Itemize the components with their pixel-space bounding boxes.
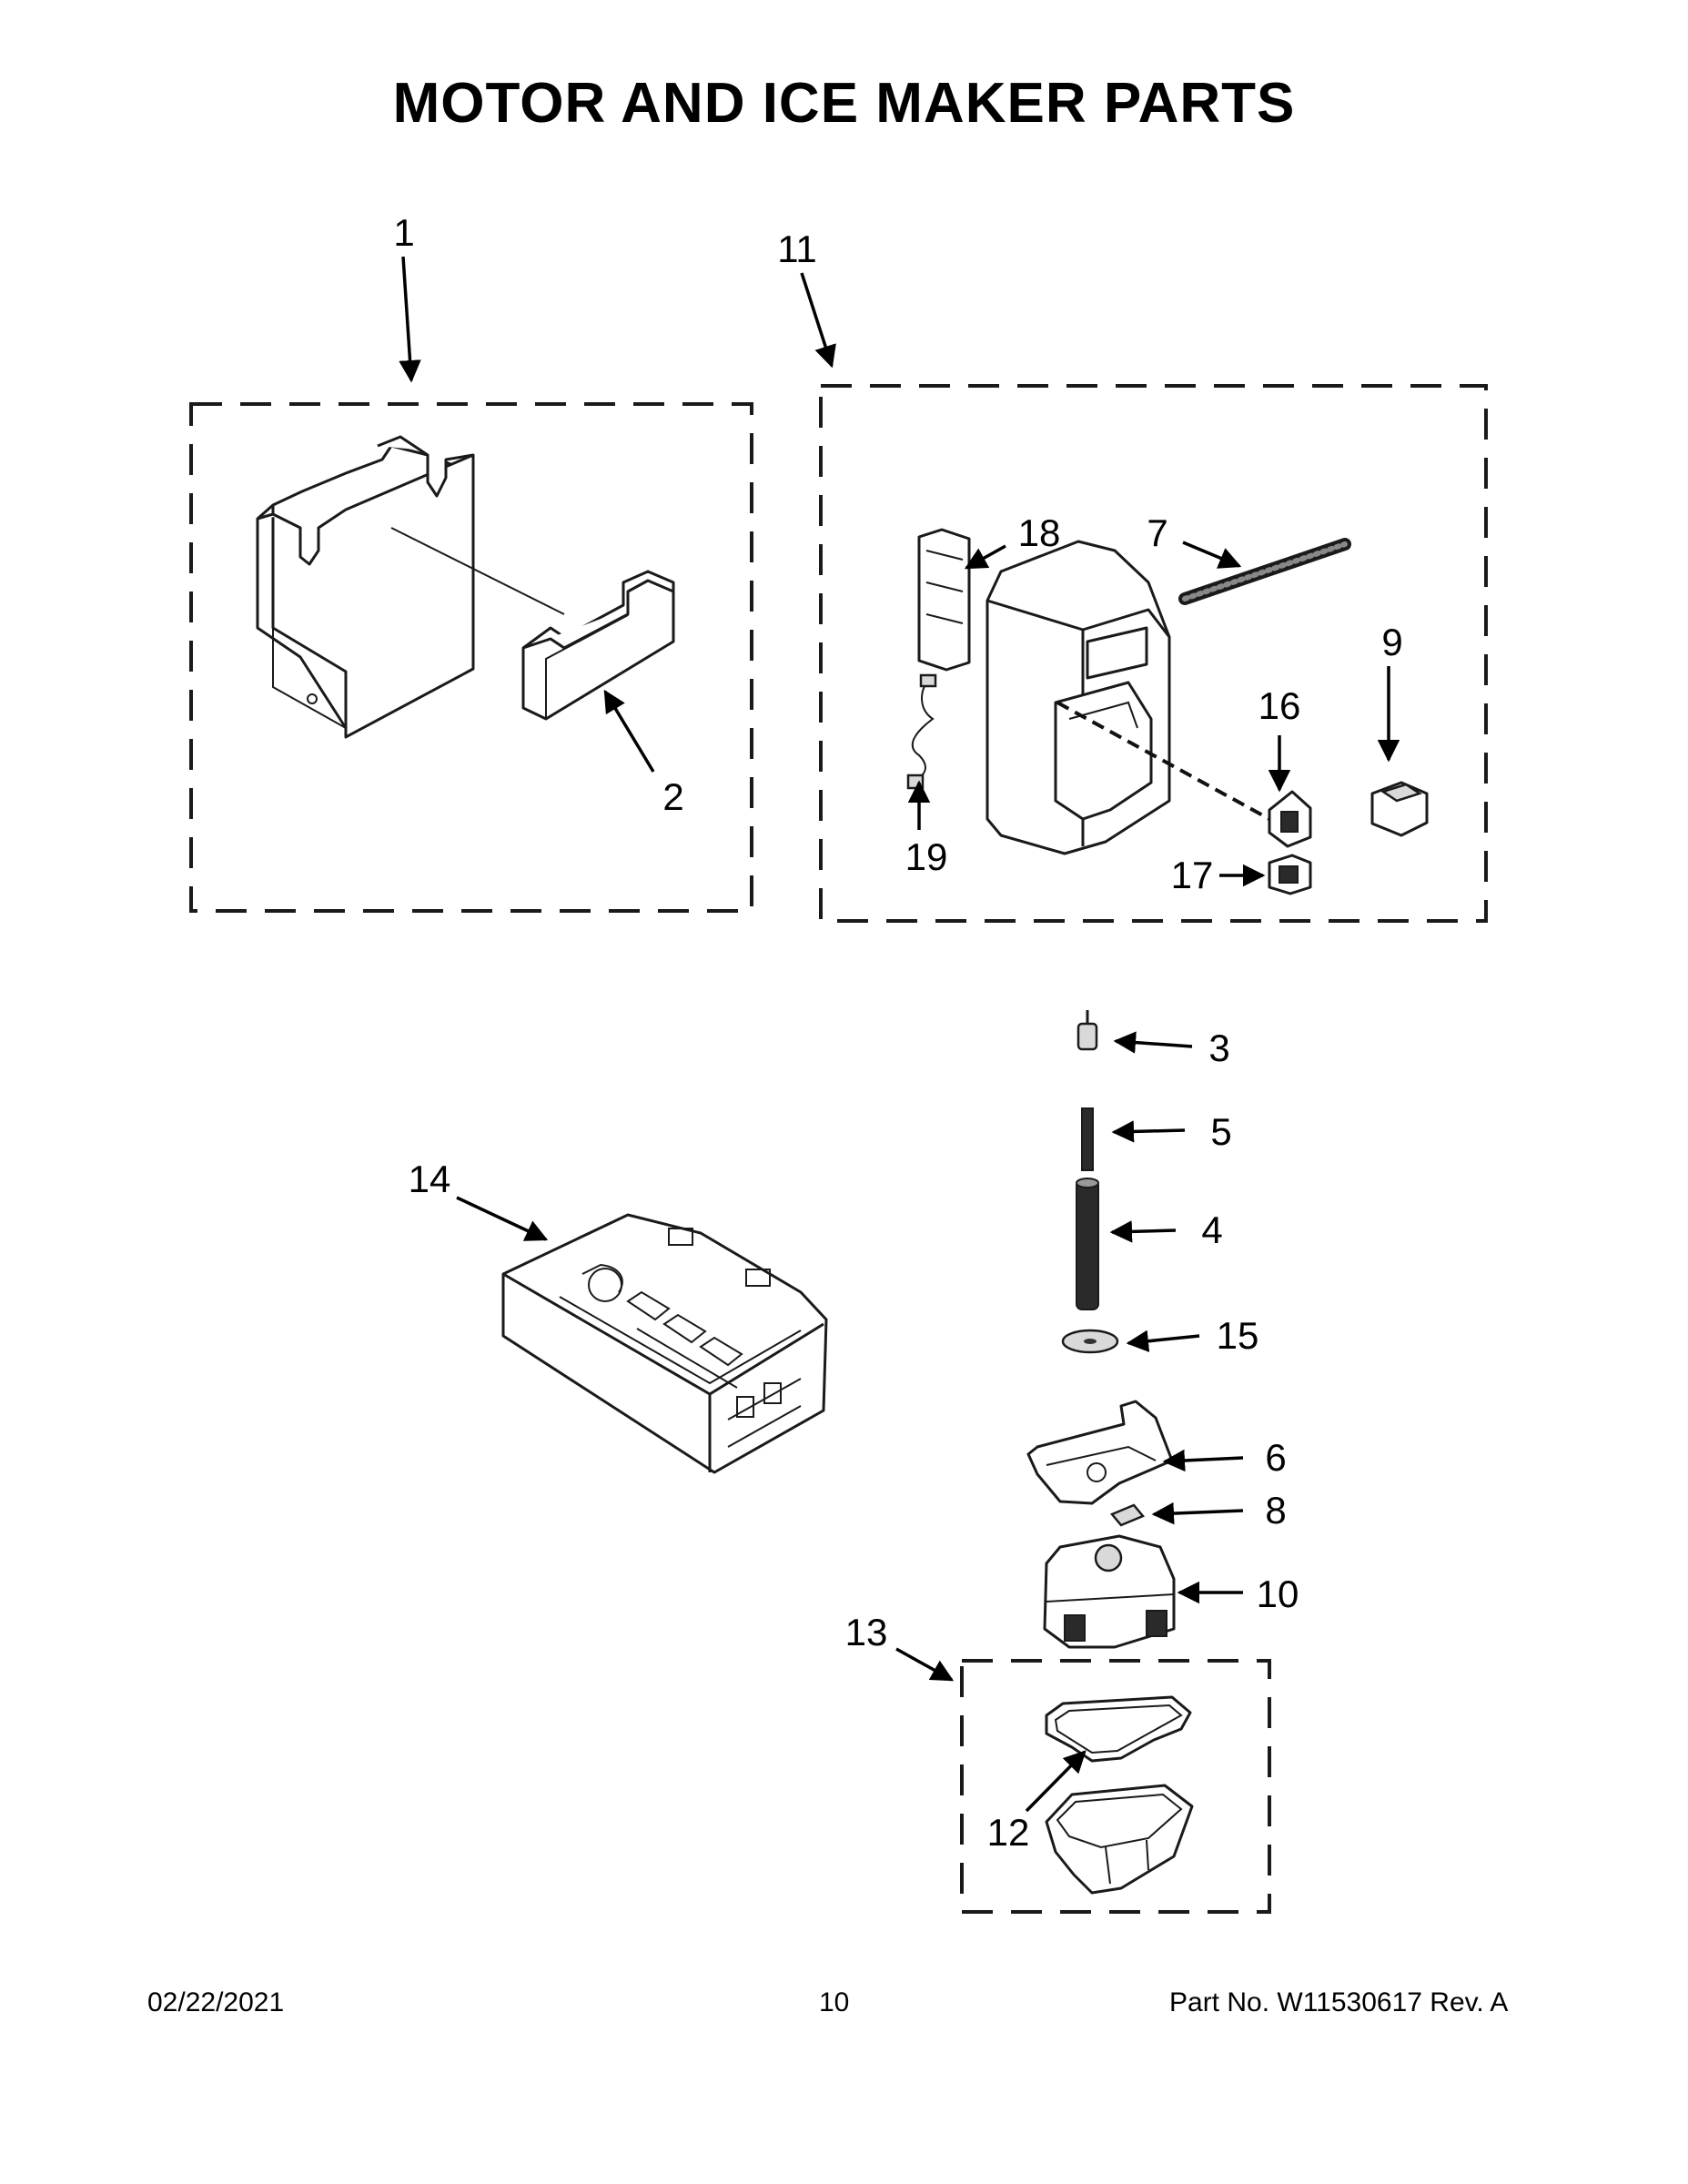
leader-line-16 [1056, 701, 1270, 821]
arrow-18 [964, 544, 1006, 570]
callout-13: 13 [845, 1611, 888, 1653]
cover-plate-drawing [917, 528, 971, 672]
footer-part-number: Part No. W11530617 Rev. A [1169, 1987, 1509, 2017]
footer-date: 02/22/2021 [147, 1987, 285, 2017]
coupler-8-drawing [1109, 1503, 1146, 1527]
arrow-3 [1113, 1031, 1193, 1054]
switch-17-drawing [1268, 854, 1312, 895]
auger-spring-drawing [1178, 538, 1351, 605]
wire-harness-19-drawing [906, 673, 937, 790]
arrow-1 [399, 256, 421, 383]
arrow-6 [1162, 1449, 1244, 1472]
arrow-4 [1109, 1220, 1177, 1243]
callout-5: 5 [1210, 1110, 1231, 1153]
arrow-7 [1182, 541, 1242, 569]
arrow-13 [895, 1647, 955, 1682]
callout-1: 1 [393, 211, 414, 254]
callout-8: 8 [1265, 1489, 1286, 1532]
callout-9: 9 [1381, 621, 1402, 663]
callout-4: 4 [1201, 1208, 1222, 1251]
ice-container-trim-drawing [521, 570, 675, 721]
callout-3: 3 [1208, 1026, 1229, 1069]
callout-16: 16 [1258, 684, 1301, 727]
arrow-11 [800, 272, 836, 369]
page-title: MOTOR AND ICE MAKER PARTS [392, 72, 1296, 135]
gasket-12-drawing [1045, 1695, 1192, 1763]
callout-10: 10 [1257, 1572, 1299, 1615]
spring-5-drawing [1081, 1107, 1094, 1171]
callout-17: 17 [1171, 854, 1214, 896]
sleeve-4-drawing [1076, 1178, 1099, 1310]
auger-housing-drawing [986, 540, 1171, 855]
arrow-2 [603, 689, 655, 773]
group-box-13 [960, 1659, 1271, 1914]
group-box-11 [819, 384, 1488, 923]
callout-15: 15 [1217, 1314, 1259, 1357]
housing-12-drawing [1045, 1784, 1194, 1895]
callout-19: 19 [905, 835, 948, 878]
stud-3-drawing [1076, 1010, 1098, 1051]
footer-page-number: 10 [819, 1987, 850, 2017]
callout-12: 12 [987, 1811, 1030, 1854]
ice-maker-assembly-drawing [501, 1213, 828, 1474]
callout-2: 2 [662, 775, 683, 818]
arrow-15 [1126, 1330, 1200, 1352]
bracket-6-drawing [1026, 1400, 1174, 1505]
switch-16-drawing [1268, 790, 1312, 848]
arrow-14 [456, 1196, 549, 1241]
arrow-8 [1151, 1502, 1244, 1525]
arrow-12 [1025, 1750, 1087, 1813]
group-box-1 [189, 402, 753, 913]
arrow-5 [1111, 1120, 1186, 1143]
motor-10-drawing [1043, 1534, 1176, 1649]
callout-7: 7 [1147, 511, 1167, 554]
callout-6: 6 [1265, 1436, 1286, 1479]
callout-11: 11 [777, 228, 817, 270]
ice-container-drawing [256, 435, 565, 739]
callout-14: 14 [409, 1158, 451, 1200]
washer-15-drawing [1061, 1329, 1119, 1354]
callout-18: 18 [1018, 511, 1061, 554]
relay-9-drawing [1370, 781, 1429, 837]
